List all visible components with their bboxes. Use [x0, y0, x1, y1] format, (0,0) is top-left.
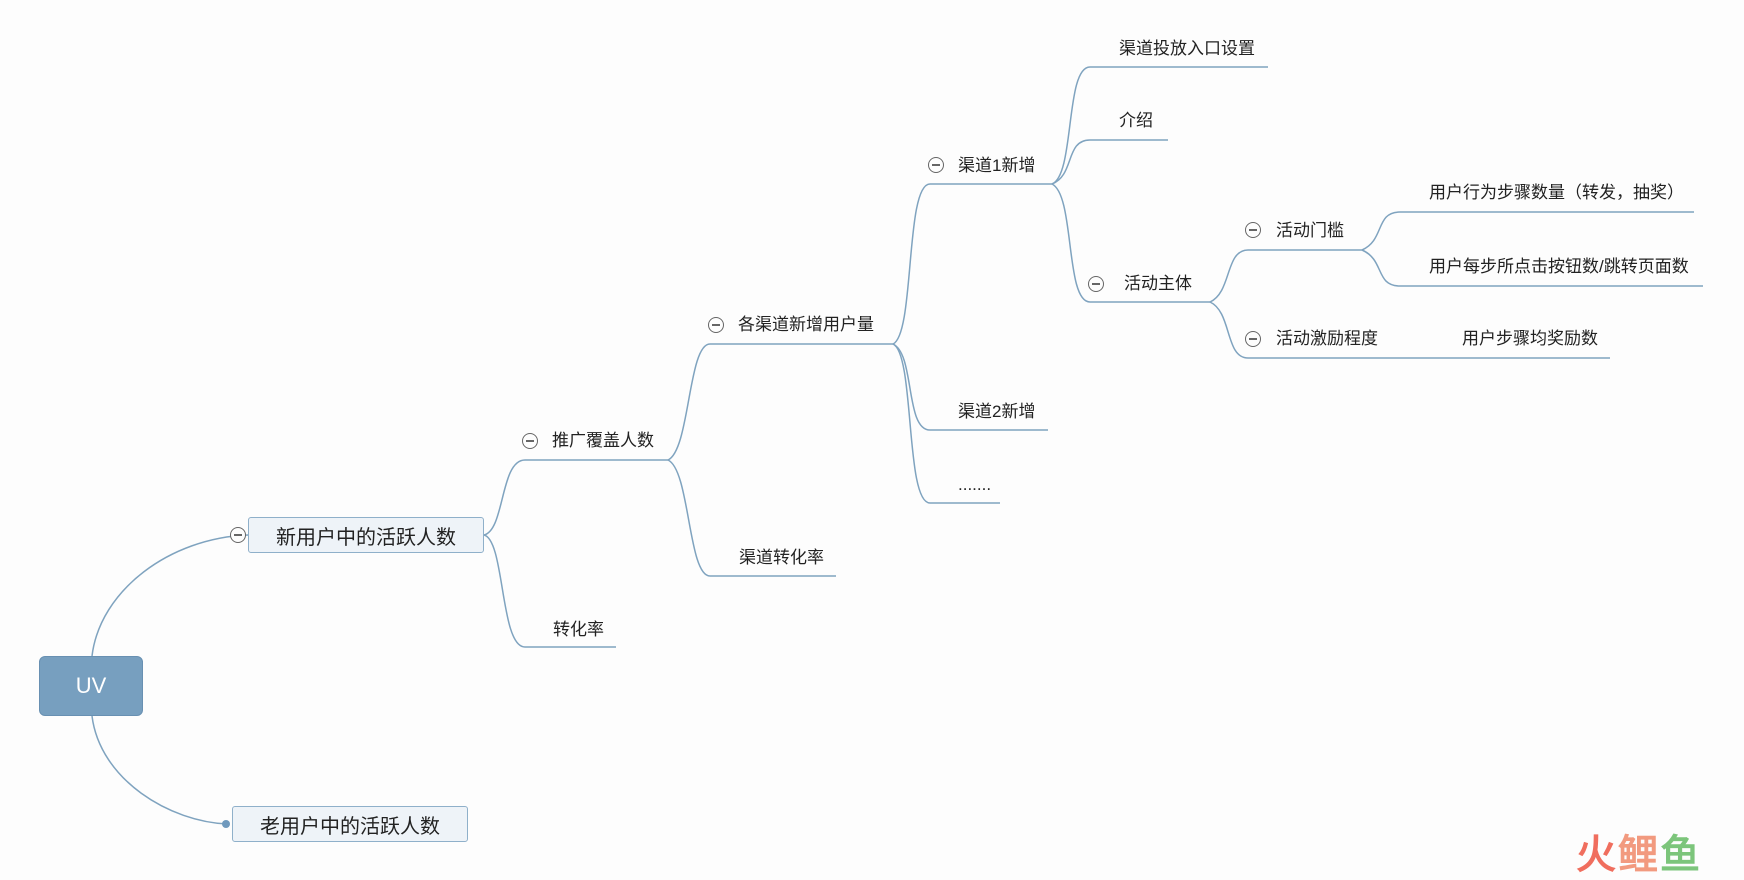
- connector-new-conversion: [483, 534, 616, 648]
- connector-cn-ellipsis: [892, 343, 1000, 504]
- connector-root-new-users: [91, 534, 249, 657]
- connector-cn-ch2: [892, 343, 1048, 431]
- root-node-label: UV: [75, 673, 107, 698]
- node-channel-entry-settings[interactable]: 渠道投放入口设置: [1119, 39, 1255, 58]
- node-activity-incentive[interactable]: 活动激励程度: [1276, 329, 1378, 348]
- node-new-user-active[interactable]: 新用户中的活跃人数: [248, 517, 484, 553]
- node-ellipsis[interactable]: .......: [958, 475, 992, 494]
- node-user-steps-count[interactable]: 用户行为步骤数量（转发，抽奖）: [1429, 183, 1684, 202]
- node-activity-threshold[interactable]: 活动门槛: [1276, 221, 1344, 240]
- node-old-user-active[interactable]: 老用户中的活跃人数: [232, 806, 468, 842]
- node-channel1-new[interactable]: 渠道1新增: [958, 156, 1036, 175]
- node-intro[interactable]: 介绍: [1119, 111, 1153, 130]
- collapse-toggle-activity-body[interactable]: [1088, 276, 1104, 292]
- connector-new-promo: [483, 459, 668, 536]
- watermark-char-1: 火: [1576, 833, 1618, 877]
- node-new-user-active-label: 新用户中的活跃人数: [276, 526, 456, 549]
- node-channel-new-users[interactable]: 各渠道新增用户量: [738, 315, 874, 334]
- node-conversion-rate[interactable]: 转化率: [553, 620, 604, 639]
- node-avg-reward-per-step[interactable]: 用户步骤均奖励数: [1462, 329, 1598, 348]
- connector-root-old-users: [91, 715, 229, 825]
- root-node-uv[interactable]: UV: [39, 656, 143, 716]
- connector-body-threshold: [1209, 249, 1362, 303]
- watermark-logo: 火鲤鱼: [1576, 822, 1702, 880]
- collapse-toggle-new-users[interactable]: [230, 527, 246, 543]
- node-promo-reach[interactable]: 推广覆盖人数: [552, 431, 654, 450]
- connector-ch1-intro: [1051, 139, 1168, 185]
- collapse-toggle-activity-incentive[interactable]: [1245, 331, 1261, 347]
- collapse-toggle-channel1[interactable]: [928, 157, 944, 173]
- connector-ch1-body: [1051, 183, 1210, 303]
- node-channel-conversion[interactable]: 渠道转化率: [739, 548, 824, 567]
- connector-ch1-entry: [1051, 66, 1268, 185]
- node-activity-body[interactable]: 活动主体: [1124, 274, 1192, 293]
- connector-body-incentive: [1209, 301, 1610, 359]
- collapse-toggle-channel-new-users[interactable]: [708, 317, 724, 333]
- connector-promo-channelnew: [667, 343, 893, 461]
- node-channel2-new[interactable]: 渠道2新增: [958, 402, 1036, 421]
- connector-threshold-steps: [1361, 211, 1694, 251]
- expand-handle-old-users[interactable]: [222, 820, 230, 828]
- node-old-user-active-label: 老用户中的活跃人数: [260, 815, 440, 838]
- connector-promo-channelconv: [667, 459, 836, 577]
- watermark-char-3: 鱼: [1660, 833, 1702, 877]
- connector-threshold-clicks: [1361, 249, 1703, 287]
- collapse-toggle-activity-threshold[interactable]: [1245, 222, 1261, 238]
- watermark-char-2: 鲤: [1618, 833, 1660, 877]
- connector-cn-ch1: [892, 183, 1052, 345]
- node-user-clicks-per-step[interactable]: 用户每步所点击按钮数/跳转页面数: [1429, 257, 1689, 276]
- collapse-toggle-promo-reach[interactable]: [522, 433, 538, 449]
